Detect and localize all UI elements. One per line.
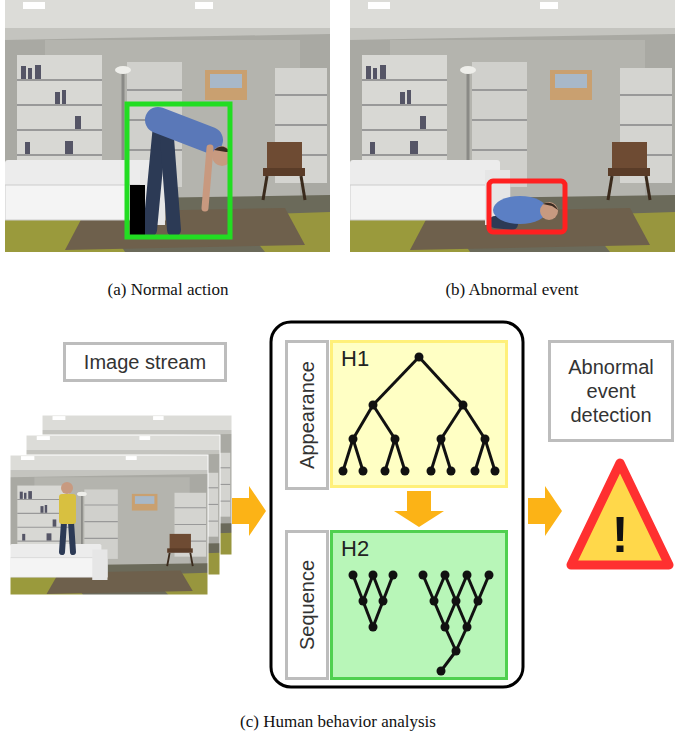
appearance-hierarchy: H1 xyxy=(330,340,508,488)
appearance-tree-edge xyxy=(475,439,485,471)
sequence-lattice-dot xyxy=(369,623,378,632)
appearance-tree-edge xyxy=(373,357,419,405)
normal-action-photo-part xyxy=(5,0,330,252)
appearance-tree-dot xyxy=(427,467,436,476)
appearance-label: Appearance xyxy=(285,340,329,490)
normal-action-photo-part xyxy=(158,120,210,140)
image-stream-stack-part xyxy=(59,494,76,524)
warning-triangle: ! xyxy=(565,455,675,572)
abnormal-event-photo-part xyxy=(540,202,558,220)
node-text: Image stream xyxy=(84,350,206,374)
sequence-lattice-dot xyxy=(437,667,446,676)
sequence-lattice-dot xyxy=(359,597,368,606)
subfigure-caption: (a) Normal action xyxy=(40,280,296,300)
image-stream-stack-part xyxy=(62,522,64,552)
subfigure-caption-slot: (c) Human behavior analysis xyxy=(188,712,488,732)
sequence-lattice-dot xyxy=(441,571,450,580)
appearance-tree-dot xyxy=(369,401,378,410)
image-stream-stack-part xyxy=(10,455,208,595)
normal-action-photo-part xyxy=(130,185,145,237)
node-text: Appearance xyxy=(295,361,319,469)
analysis-frame xyxy=(271,322,523,687)
appearance-tree-edge xyxy=(395,439,405,471)
subfigure-caption-slot: (b) Abnormal event xyxy=(384,280,640,300)
image-stream-stack-part xyxy=(71,522,73,552)
subfigure-caption: (c) Human behavior analysis xyxy=(188,712,488,732)
abnormal-event-photo xyxy=(350,0,675,252)
appearance-tree-dot xyxy=(481,435,490,444)
sequence-lattice-dot xyxy=(419,571,428,580)
normal-action-photo-part xyxy=(205,148,210,208)
sequence-lattice-dot xyxy=(463,571,472,580)
abnormal-event-photo-part xyxy=(489,181,565,232)
appearance-tree-dot xyxy=(471,467,480,476)
normal-action-photo-part xyxy=(127,104,230,237)
stream-label: Image stream xyxy=(63,342,227,382)
appearance-tree-edge xyxy=(463,405,485,439)
abnormal-event-photo-part xyxy=(493,196,547,224)
image-stream-stack xyxy=(10,415,232,595)
normal-action-photo xyxy=(5,0,330,252)
appearance-tree-edge xyxy=(431,439,441,471)
image-stream-stack-part xyxy=(61,482,73,494)
subfigure-caption-slot: (a) Normal action xyxy=(40,280,296,300)
appearance-tree-dot xyxy=(391,435,400,444)
appearance-tree-dot xyxy=(415,353,424,362)
appearance-tree-edge xyxy=(385,439,395,471)
appearance-tree-edge xyxy=(373,405,395,439)
appearance-tree-edge xyxy=(441,439,451,471)
sequence-lattice-dot xyxy=(379,597,388,606)
sequence-lattice-dot xyxy=(452,647,461,656)
appearance-tree-dot xyxy=(459,401,468,410)
appearance-tree-dot xyxy=(437,435,446,444)
node-text: Abnormal event detection xyxy=(557,355,665,427)
appearance-tree-dot xyxy=(359,467,368,476)
flow-arrow xyxy=(232,486,266,536)
abnormal-event-photo-part xyxy=(350,0,675,252)
sequence-label: Sequence xyxy=(285,530,329,680)
sequence-lattice-dot xyxy=(441,623,450,632)
sequence-lattice-dot xyxy=(474,597,483,606)
node-text: H1 xyxy=(341,346,497,371)
appearance-tree-dot xyxy=(381,467,390,476)
warning-shape xyxy=(571,463,669,565)
node-text: ! xyxy=(612,510,629,560)
appearance-tree-edge xyxy=(343,439,353,471)
image-stream-stack-part xyxy=(10,455,208,595)
sequence-lattice-dot xyxy=(452,597,461,606)
normal-action-photo-part xyxy=(166,125,174,230)
appearance-tree-dot xyxy=(401,467,410,476)
appearance-tree-dot xyxy=(349,435,358,444)
sequence-lattice-dot xyxy=(369,571,378,580)
sequence-lattice-dot xyxy=(485,571,494,580)
appearance-tree-dot xyxy=(447,467,456,476)
sequence-lattice-dot xyxy=(349,571,358,580)
node-text: Sequence xyxy=(295,560,319,650)
appearance-tree-dot xyxy=(491,467,500,476)
node-text: H2 xyxy=(341,536,497,561)
output-label: Abnormal event detection xyxy=(548,340,674,442)
appearance-tree-edge xyxy=(441,405,463,439)
abnormal-event-photo-part xyxy=(543,203,558,210)
appearance-tree-edge xyxy=(353,405,373,439)
subfigure-caption: (b) Abnormal event xyxy=(384,280,640,300)
normal-action-photo-part xyxy=(150,125,160,230)
appearance-tree-edge xyxy=(419,357,463,405)
flow-arrow xyxy=(394,491,444,527)
sequence-lattice-dot xyxy=(389,571,398,580)
appearance-tree-dot xyxy=(339,467,348,476)
appearance-tree-edge xyxy=(485,439,495,471)
appearance-tree-edge xyxy=(353,439,363,471)
flow-arrow xyxy=(528,486,562,536)
sequence-hierarchy: H2 xyxy=(330,530,508,680)
sequence-lattice-dot xyxy=(463,623,472,632)
sequence-lattice-dot xyxy=(430,597,439,606)
